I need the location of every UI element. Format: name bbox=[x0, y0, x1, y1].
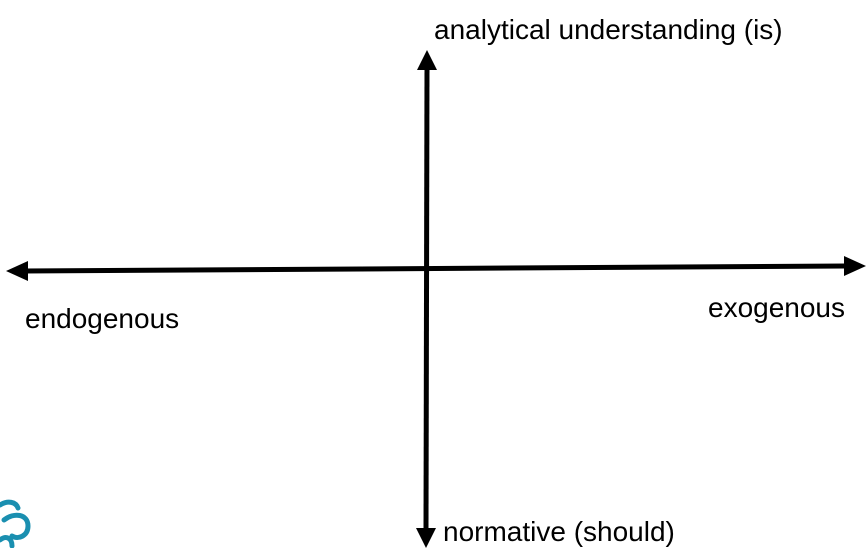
axis-label-right: exogenous bbox=[708, 292, 846, 323]
logo-fragment bbox=[0, 499, 31, 548]
axis-label-bottom: normative (should) bbox=[443, 516, 675, 547]
horizontal-axis-left-arrowhead bbox=[6, 261, 28, 281]
axis-label-top: analytical understanding (is) bbox=[434, 14, 783, 45]
vertical-axis-down-arrowhead bbox=[416, 528, 436, 548]
axis-label-left: endogenous bbox=[25, 303, 180, 334]
vertical-axis-up-arrowhead bbox=[417, 50, 437, 70]
horizontal-axis-line bbox=[23, 263, 847, 274]
vertical-axis-line bbox=[423, 65, 430, 529]
horizontal-axis-right-arrowhead bbox=[844, 256, 866, 276]
